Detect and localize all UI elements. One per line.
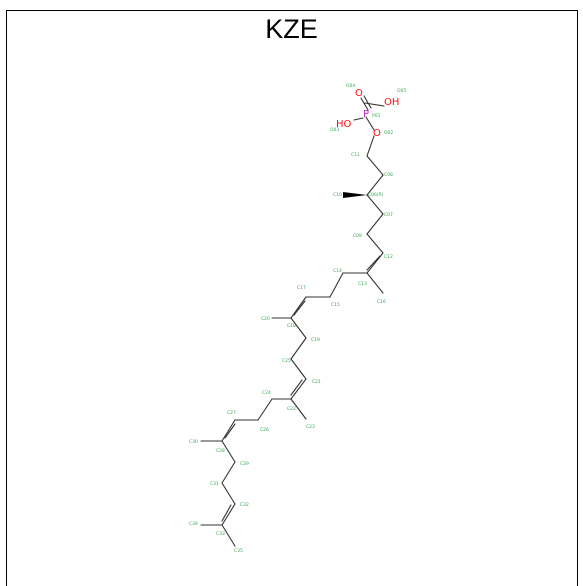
atom-label: C11 — [351, 152, 360, 158]
atom-label: C08 — [384, 172, 393, 178]
atom-label: C34 — [189, 521, 198, 527]
atom-label: C16 — [377, 299, 386, 305]
ester-oxygen-label: O — [373, 128, 381, 139]
atom-label: C19 — [311, 337, 320, 343]
atom-label: C06(R) — [368, 192, 384, 198]
atom-label: C33 — [216, 531, 225, 537]
atom-label: C30 — [189, 439, 198, 445]
atom-label: C14 — [333, 268, 342, 274]
atom-label: P01 — [372, 113, 381, 119]
heteroatom-labels: O OH P HO O — [336, 88, 399, 139]
oxygen-double-label: O — [355, 88, 363, 99]
atom-label: O02 — [384, 130, 393, 136]
atom-label: O03 — [330, 127, 339, 133]
hydroxyl-top-label: OH — [384, 97, 399, 108]
bonds — [200, 95, 385, 547]
atom-label: C12 — [384, 254, 393, 260]
atom-label: C23 — [306, 424, 315, 430]
atom-label: C07 — [384, 212, 393, 218]
atom-label: O05 — [397, 88, 406, 94]
atom-label: C32 — [240, 502, 249, 508]
atom-label: C13 — [358, 281, 367, 287]
atom-label: O04 — [346, 83, 355, 89]
atom-label: C18 — [287, 323, 296, 329]
atom-label: C21 — [312, 379, 321, 385]
phosphorus-label: P — [363, 109, 369, 120]
atom-label: C31 — [210, 481, 219, 487]
atom-label: C17 — [297, 285, 306, 291]
atom-label: C24 — [262, 390, 271, 396]
atom-label: C26 — [260, 427, 269, 433]
atom-label: C10 — [333, 192, 342, 198]
atom-label: C09 — [353, 233, 362, 239]
atom-id-labels: O04 O05 P01 O03 O02 C11 C08 C10 C06(R) C… — [189, 83, 406, 554]
atom-label: C15 — [331, 302, 340, 308]
wedge-bond — [343, 192, 367, 198]
atom-label: C29 — [240, 461, 249, 467]
atom-label: C35 — [234, 548, 243, 554]
atom-label: C25 — [282, 358, 291, 364]
diagram-frame — [6, 10, 578, 586]
atom-label: C27 — [227, 410, 236, 416]
atom-label: C20 — [261, 316, 270, 322]
molecule-title: KZE — [265, 14, 318, 44]
hydroxyl-left-label: HO — [336, 119, 352, 130]
atom-label: C28 — [216, 448, 225, 454]
atom-label: C22 — [287, 406, 296, 412]
